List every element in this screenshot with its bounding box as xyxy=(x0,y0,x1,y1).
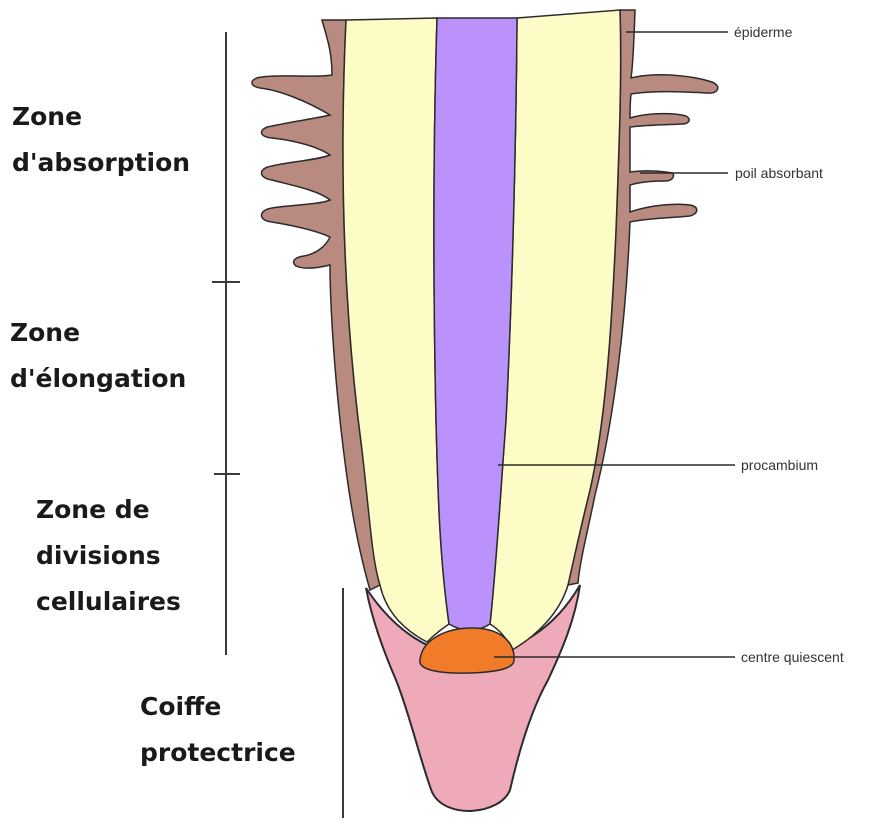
label-coiffe: Coiffe protectrice xyxy=(140,684,296,776)
label-zone-division-line1: Zone de xyxy=(36,487,181,533)
label-procambium: procambium xyxy=(741,457,818,473)
label-zone-elongation-line1: Zone xyxy=(10,310,186,356)
label-zone-absorption: Zone d'absorption xyxy=(12,94,190,186)
label-zone-division: Zone de divisions cellulaires xyxy=(36,487,181,625)
label-coiffe-line1: Coiffe xyxy=(140,684,296,730)
label-zone-elongation-line2: d'élongation xyxy=(10,356,186,402)
label-zone-absorption-line1: Zone xyxy=(12,94,190,140)
label-zone-elongation: Zone d'élongation xyxy=(10,310,186,402)
label-zone-absorption-line2: d'absorption xyxy=(12,140,190,186)
label-coiffe-line2: protectrice xyxy=(140,730,296,776)
label-poil-absorbant: poil absorbant xyxy=(735,165,823,181)
label-epiderme: épiderme xyxy=(734,24,792,40)
label-zone-division-line2: divisions xyxy=(36,533,181,579)
label-zone-division-line3: cellulaires xyxy=(36,579,181,625)
label-centre-quiescent: centre quiescent xyxy=(741,649,844,665)
